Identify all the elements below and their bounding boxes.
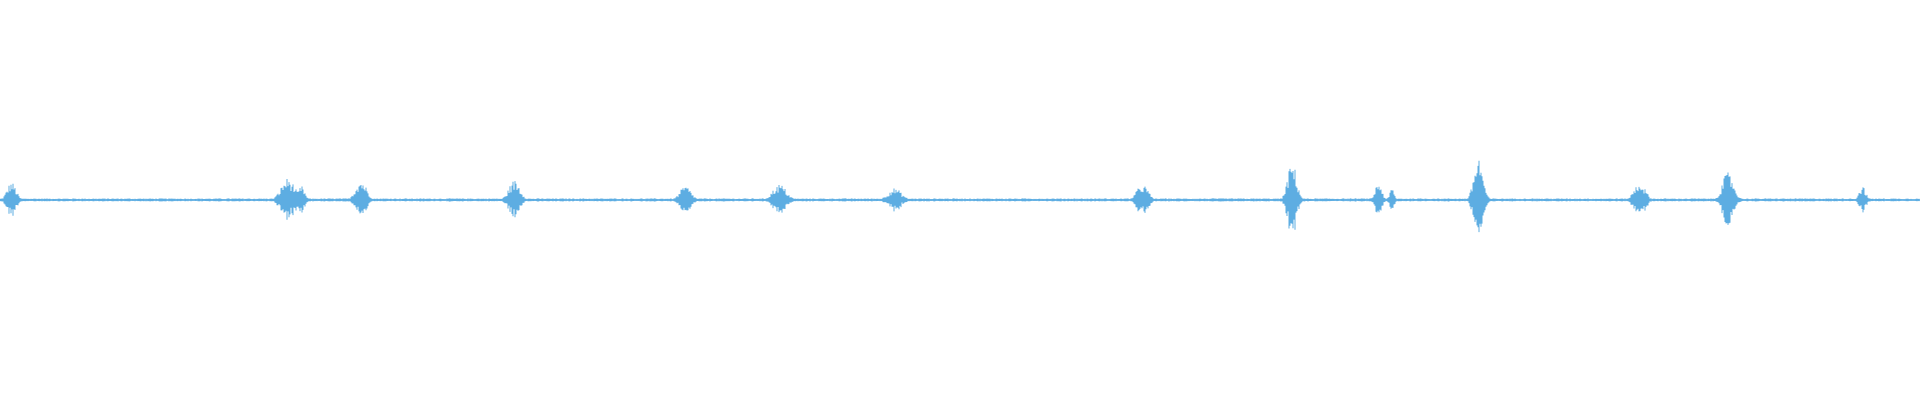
waveform-amplitude <box>0 160 1920 233</box>
